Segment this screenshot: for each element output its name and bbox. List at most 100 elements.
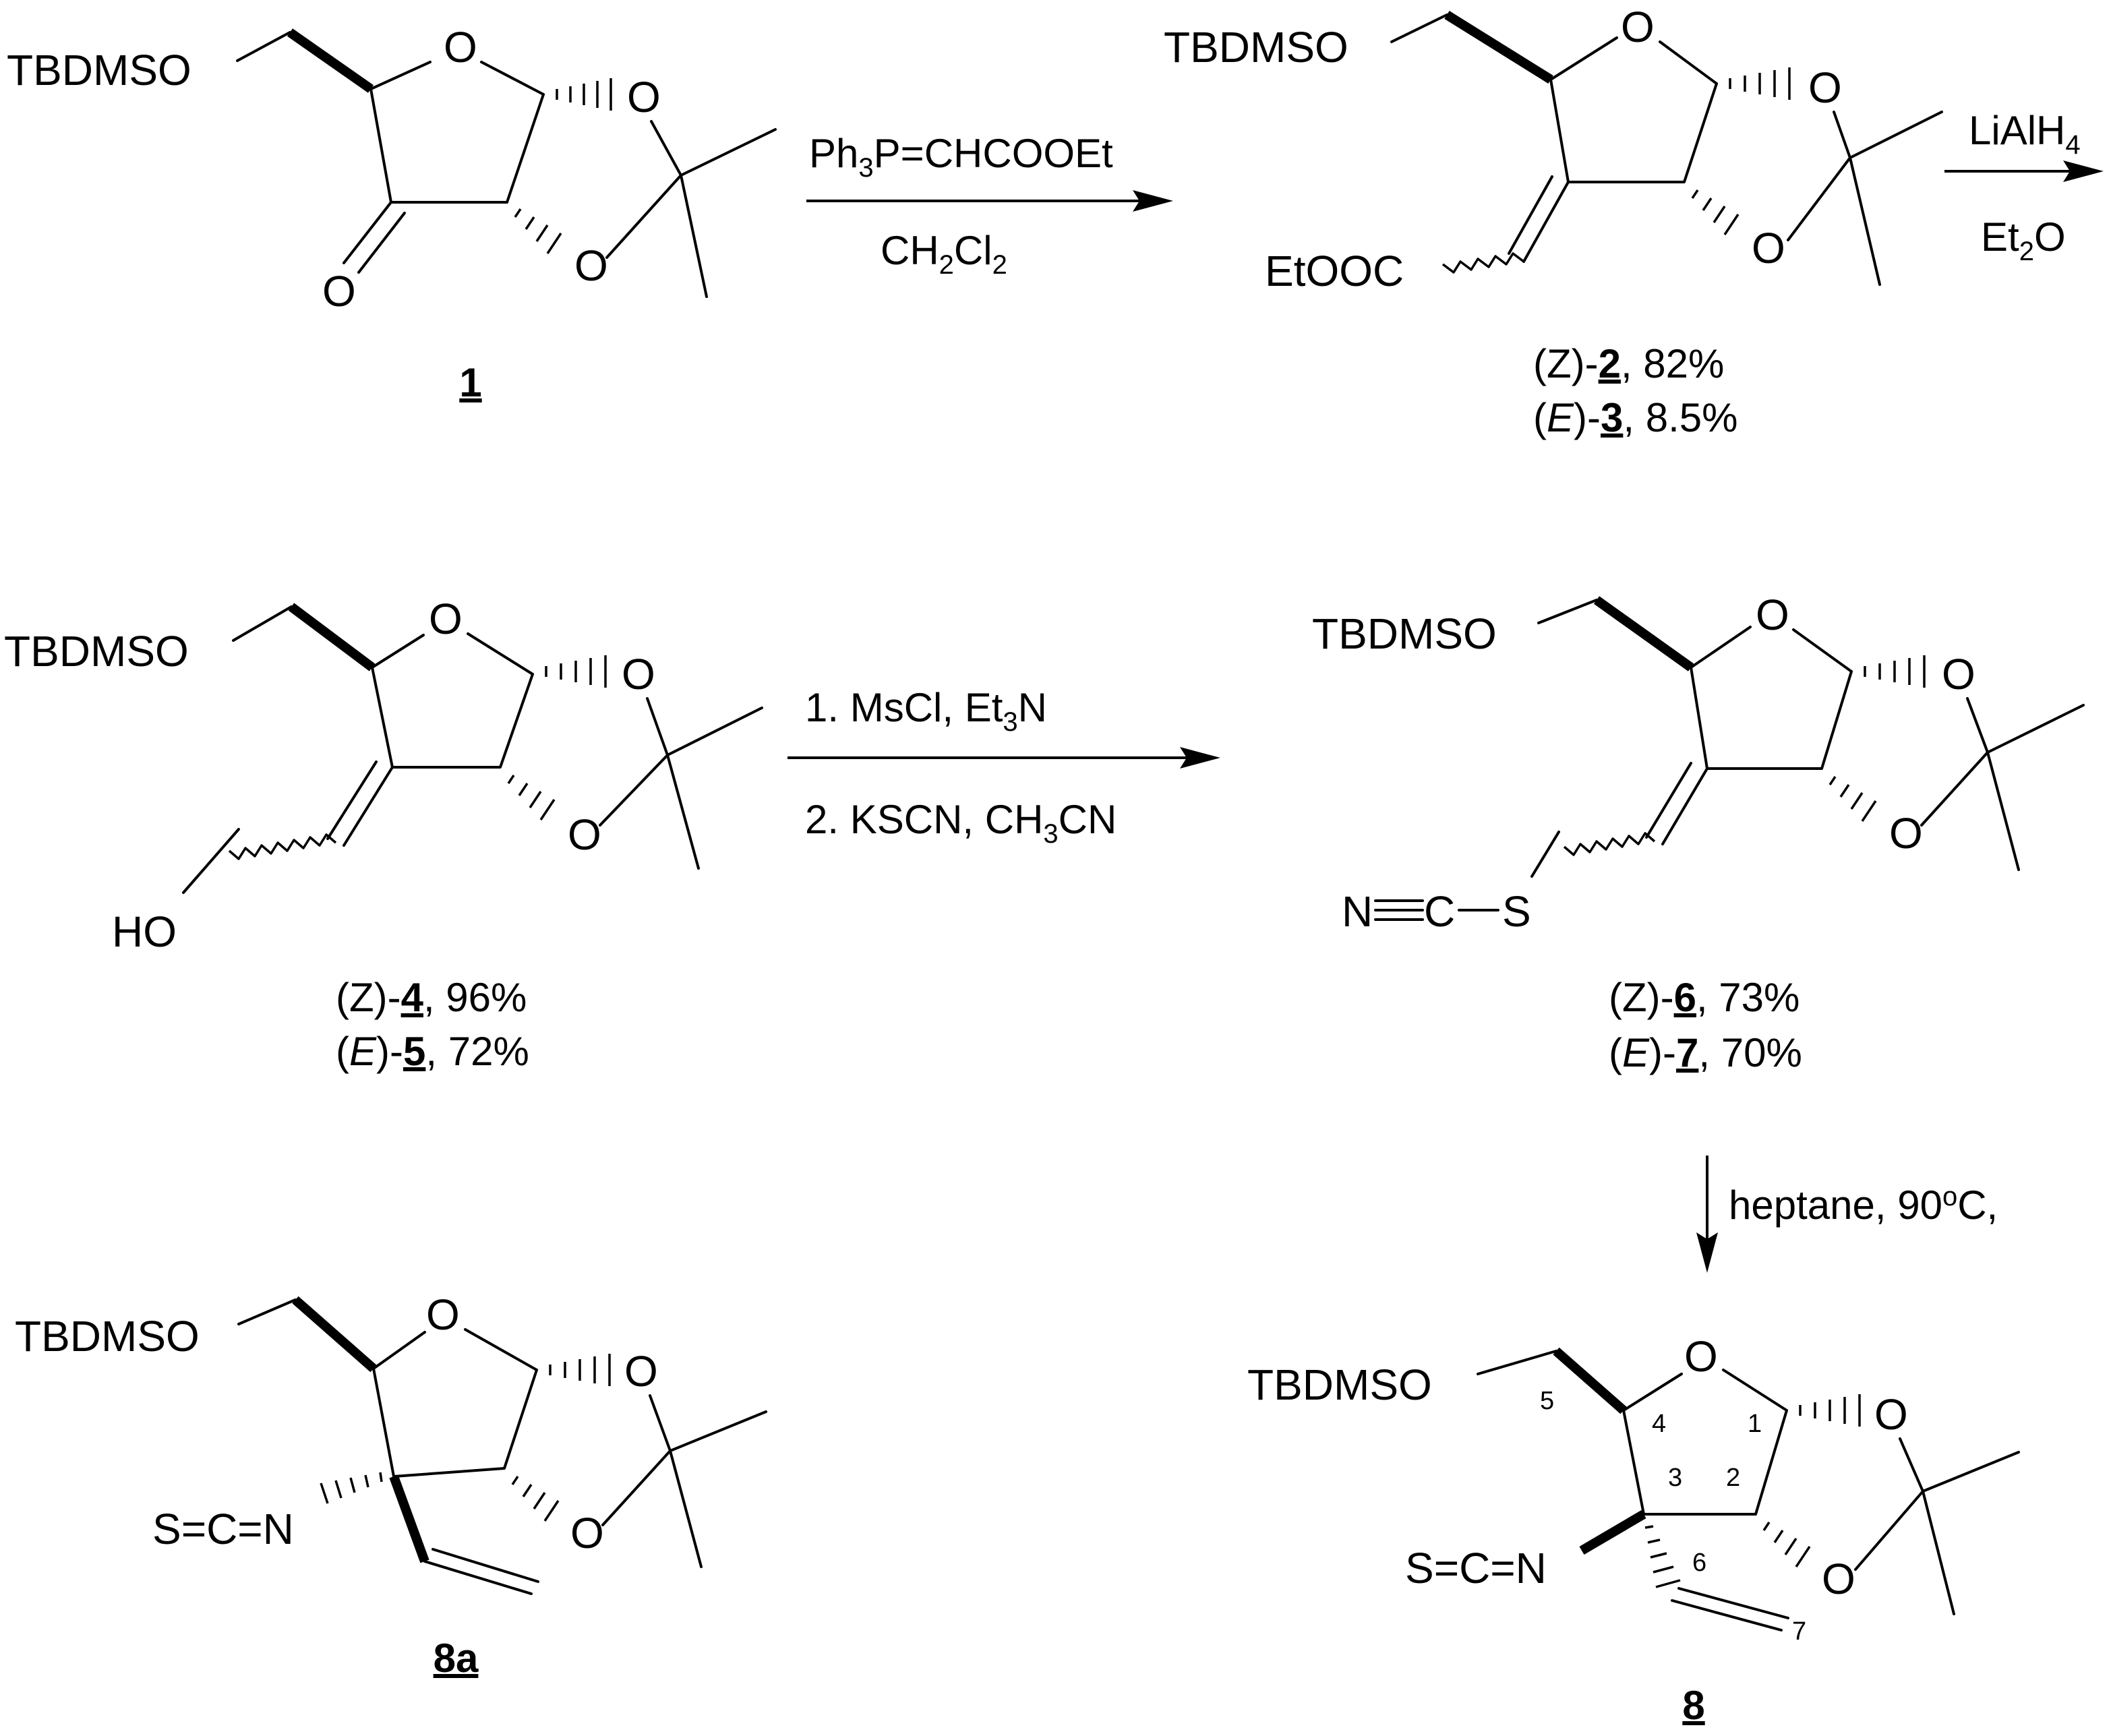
compound-1: TBDMSO O O O O 1 xyxy=(7,23,777,405)
hashed-bond xyxy=(1828,776,1877,822)
bond xyxy=(357,212,406,274)
ring-oxygen-label: O xyxy=(426,1290,460,1339)
bond xyxy=(1477,1350,1557,1375)
hashed-bond xyxy=(507,775,556,820)
bond xyxy=(232,605,293,642)
top-oxygen-label: O xyxy=(627,73,661,121)
sulfur-label: S xyxy=(1502,887,1531,936)
bond xyxy=(464,1328,538,1371)
yield-line-e: (E)-3, 8.5% xyxy=(1533,395,1737,440)
hashed-bond xyxy=(1644,1525,1681,1588)
isothiocyanate-label: S=C=N xyxy=(152,1505,294,1553)
wedge-bond xyxy=(1444,11,1553,84)
reagent-above: 1. MsCl, Et3N xyxy=(805,685,1047,737)
ring-oxygen-label: O xyxy=(444,23,477,71)
ketal-bonds xyxy=(1854,1437,2020,1615)
bond xyxy=(369,88,392,204)
ester-label: EtOOC xyxy=(1265,247,1404,295)
bond xyxy=(369,61,432,90)
exocyclic-double-bond xyxy=(326,760,394,847)
bottom-oxygen-label: O xyxy=(568,810,601,859)
yield-line-z: (Z)-6, 73% xyxy=(1609,975,1800,1020)
hydroxyl-label: HO xyxy=(112,907,177,956)
ketal-bonds xyxy=(1787,111,1943,286)
yield-line-z: (Z)-4, 96% xyxy=(336,975,527,1020)
compound-id: 1 xyxy=(459,360,481,405)
reagent-below: 2. KSCN, CH3CN xyxy=(805,797,1117,849)
ring-bonds xyxy=(371,666,534,769)
wedge-bond xyxy=(1553,1347,1627,1414)
wavy-bond xyxy=(1441,252,1525,274)
ketal-bonds xyxy=(601,1394,767,1568)
hashed-bond xyxy=(545,655,607,688)
bond xyxy=(1690,626,1752,669)
hashed-bond xyxy=(1799,1394,1861,1427)
tbdmso-label: TBDMSO xyxy=(1164,23,1348,71)
wavy-bond xyxy=(228,833,337,860)
tbdmso-label: TBDMSO xyxy=(4,627,189,676)
vinyl-double-bond xyxy=(423,1548,539,1595)
bond xyxy=(1549,36,1618,81)
arrow-step-4: heptane, 90oC, xyxy=(1696,1156,1998,1273)
hashed-bond xyxy=(1729,67,1791,100)
bond xyxy=(372,1331,426,1370)
hashed-bond xyxy=(556,78,612,111)
ketal-bonds xyxy=(1920,697,2085,871)
atom-number-4: 4 xyxy=(1652,1410,1666,1438)
bond xyxy=(237,1298,297,1325)
bond xyxy=(1390,13,1448,43)
yield-line-e: (E)-5, 72% xyxy=(336,1029,529,1074)
bond xyxy=(371,634,425,669)
tbdmso-label: TBDMSO xyxy=(15,1312,200,1360)
nitrogen-label: N xyxy=(1342,887,1373,936)
hashed-bond xyxy=(1691,189,1740,235)
hashed-bond xyxy=(514,208,562,254)
bond xyxy=(343,201,392,264)
hashed-bond xyxy=(1864,655,1926,688)
ring-bonds xyxy=(1622,1409,1788,1516)
wedge-bond xyxy=(288,603,376,671)
bond xyxy=(1622,1373,1683,1412)
wedge-bond xyxy=(287,28,374,93)
arrow-step-2: LiAlH4 Et2O xyxy=(1944,108,2104,266)
reagent-above: LiAlH4 xyxy=(1969,108,2081,160)
atom-number-6: 6 xyxy=(1692,1549,1706,1577)
wedge-bond xyxy=(389,1474,429,1563)
bond xyxy=(1792,628,1853,673)
atom-number-3: 3 xyxy=(1668,1464,1682,1492)
tbdmso-label: TBDMSO xyxy=(1247,1360,1432,1409)
bottom-oxygen-label: O xyxy=(1752,224,1785,272)
top-oxygen-label: O xyxy=(1874,1390,1908,1439)
vinyl-double-bond xyxy=(1671,1587,1789,1632)
bond xyxy=(182,828,240,894)
keto-oxygen-label: O xyxy=(322,267,356,316)
exocyclic-double-bond xyxy=(1645,762,1708,845)
conditions-label: heptane, 90oC, xyxy=(1729,1182,1998,1228)
arrow-step-3: 1. MsCl, Et3N 2. KSCN, CH3CN xyxy=(787,685,1220,849)
top-oxygen-label: O xyxy=(1808,63,1842,112)
tbdmso-label: TBDMSO xyxy=(1312,609,1497,658)
bond xyxy=(1659,40,1718,85)
bottom-oxygen-label: O xyxy=(570,1509,604,1557)
yield-line-e: (E)-7, 70% xyxy=(1609,1030,1802,1075)
wedge-bond xyxy=(292,1296,377,1373)
bottom-oxygen-label: O xyxy=(1889,809,1923,858)
wedge-bond xyxy=(1593,596,1694,671)
compound-4-5: TBDMSO O HO O O (Z)-4, 96% (E)-5, 72% xyxy=(4,595,763,1074)
triple-bond xyxy=(1374,899,1424,921)
top-oxygen-label: O xyxy=(622,650,655,698)
ring-oxygen-label: O xyxy=(1756,591,1789,639)
hashed-bond xyxy=(320,1472,383,1504)
reagent-above: Ph3P=CHCOOEt xyxy=(809,131,1113,183)
ring-oxygen-label: O xyxy=(1684,1332,1718,1381)
bottom-oxygen-label: O xyxy=(1822,1555,1855,1603)
solvent-below: Et2O xyxy=(1981,214,2066,266)
ketal-bonds xyxy=(599,697,763,870)
ring-bonds xyxy=(1690,666,1853,770)
top-oxygen-label: O xyxy=(1942,650,1975,698)
bond xyxy=(467,632,534,676)
compound-id: 8a xyxy=(434,1636,479,1681)
ring-bonds xyxy=(1549,78,1718,183)
